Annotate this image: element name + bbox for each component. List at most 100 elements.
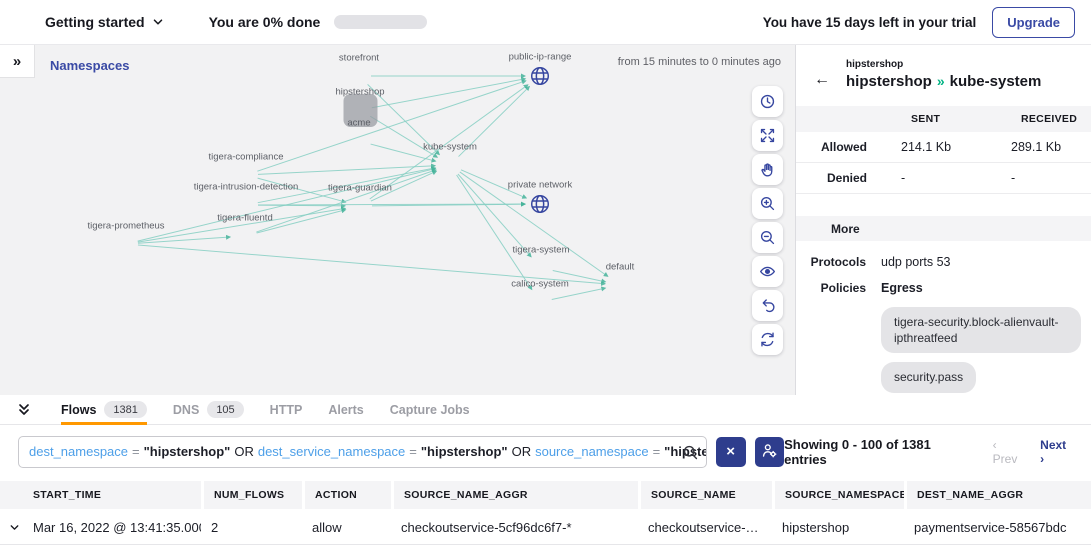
query-token-op: = [132,444,140,459]
user-query-settings-button[interactable] [754,436,785,467]
visibility-icon [759,263,776,280]
policies-label: Policies [820,281,866,295]
column-header-source_name_aggr[interactable]: SOURCE_NAME_AGGR [391,481,638,509]
node-label: calico-system [511,278,569,290]
graph-node-storefront[interactable]: storefront [339,53,379,87]
graph-node-tigera-compliance[interactable]: tigera-compliance [209,152,284,186]
back-arrow-icon[interactable]: ← [814,71,830,88]
column-header-action[interactable]: ACTION [302,481,391,509]
graph-node-calico-system[interactable]: calico-system [511,279,569,313]
zoom-out-button[interactable] [752,222,783,253]
graph-node-tigera-fluentd[interactable]: tigera-fluentd [217,213,272,247]
tab-capture-jobs[interactable]: Capture Jobs [389,402,470,417]
graph-edges [137,73,609,300]
refresh-button[interactable] [752,324,783,355]
query-token-field: dest_namespace [29,444,129,459]
graph-node-public-ip-range[interactable]: public-ip-range [509,52,571,88]
node-label: tigera-compliance [208,151,284,163]
row-expand-chevron-icon[interactable] [0,521,28,534]
node-label: hipstershop [335,86,385,98]
column-header-source_name[interactable]: SOURCE_NAME [638,481,772,509]
user-gear-icon [761,442,778,462]
column-header-num_flows[interactable]: NUM_FLOWS [201,481,302,509]
graph-node-tigera-intrusion-detection[interactable]: tigera-intrusion-detection [194,182,299,216]
progress-bar [334,15,428,29]
column-header-dest_name_aggr[interactable]: DEST_NAME_AGGR [904,481,1091,509]
globe-icon [530,65,551,88]
details-target: kube-system [949,73,1042,90]
stat-row-denied: Denied-- [796,163,1091,194]
fit-screen-button[interactable] [752,120,783,151]
graph-node-private-network[interactable]: private network [508,180,572,215]
query-token-kw: OR [234,444,254,459]
prev-page-button[interactable]: ‹ Prev [992,437,1018,466]
chevron-down-icon[interactable] [151,15,165,29]
pan-button[interactable] [752,154,783,185]
policy-chip[interactable]: tigera-security.block-alienvault-ipthrea… [881,307,1081,354]
sent-column-header: SENT [911,113,941,125]
graph-node-tigera-system[interactable]: tigera-system [512,245,569,279]
node-label: tigera-intrusion-detection [193,181,299,193]
stats-header-row: SENT RECEIVED [796,106,1091,132]
tab-http[interactable]: HTTP [269,402,303,417]
tab-alerts[interactable]: Alerts [328,402,364,417]
cell-source_name: checkoutservice-… [648,520,759,535]
node-label: acme [347,117,371,129]
next-page-button[interactable]: Next › [1040,437,1067,466]
query-token-op: = [409,444,417,459]
upgrade-button[interactable]: Upgrade [992,6,1075,38]
graph-node-tigera-prometheus[interactable]: tigera-prometheus [87,221,164,255]
pagination-summary: Showing 0 - 100 of 1381 entries [784,436,931,467]
undo-button[interactable] [752,290,783,321]
cell-action: allow [312,520,342,535]
refresh-icon [759,331,776,348]
graph-node-default[interactable]: default [606,262,635,296]
query-token-kw: OR [511,444,532,459]
expand-side-panel-button[interactable]: » [0,45,35,78]
time-icon [759,93,776,110]
search-icon [682,444,699,461]
protocols-value: udp ports 53 [881,255,951,269]
time-button[interactable] [752,86,783,117]
node-label: kube-system [423,141,477,153]
details-title: hipstershop»kube-system [846,73,1077,90]
graph-node-kube-system[interactable]: kube-system [423,142,477,176]
edge-details-panel: ← hipstershop hipstershop»kube-system SE… [795,45,1091,395]
column-header-source_namespace[interactable]: SOURCE_NAMESPACE [772,481,904,509]
node-label: public-ip-range [508,51,572,63]
node-label: tigera-fluentd [217,212,273,224]
more-section-header[interactable]: More [796,216,1091,241]
visibility-button[interactable] [752,256,783,287]
node-label: tigera-prometheus [87,220,165,232]
zoom-out-icon [759,229,776,246]
zoom-in-button[interactable] [752,188,783,219]
graph-node-hipstershop[interactable]: hipstershop [335,87,385,127]
column-header-start_time[interactable]: START_TIME [33,489,102,501]
node-label: tigera-system [512,244,570,256]
protocols-row: Protocols udp ports 53 [796,255,1091,269]
getting-started-menu[interactable]: Getting started [45,14,145,30]
collapse-panel-button[interactable] [13,399,35,421]
graph-node-acme[interactable]: acme [347,118,370,152]
pan-icon [759,161,776,178]
tab-count-badge: 105 [207,401,244,418]
policy-chip[interactable]: security.pass [881,362,977,393]
details-context-label: hipstershop [846,59,904,70]
tab-count-badge: 1381 [104,401,147,418]
query-token-field: dest_service_namespace [257,444,406,459]
clear-query-button[interactable]: × [715,436,746,467]
graph-node-tigera-guardian[interactable]: tigera-guardian [328,183,392,217]
zoom-in-icon [759,195,776,212]
